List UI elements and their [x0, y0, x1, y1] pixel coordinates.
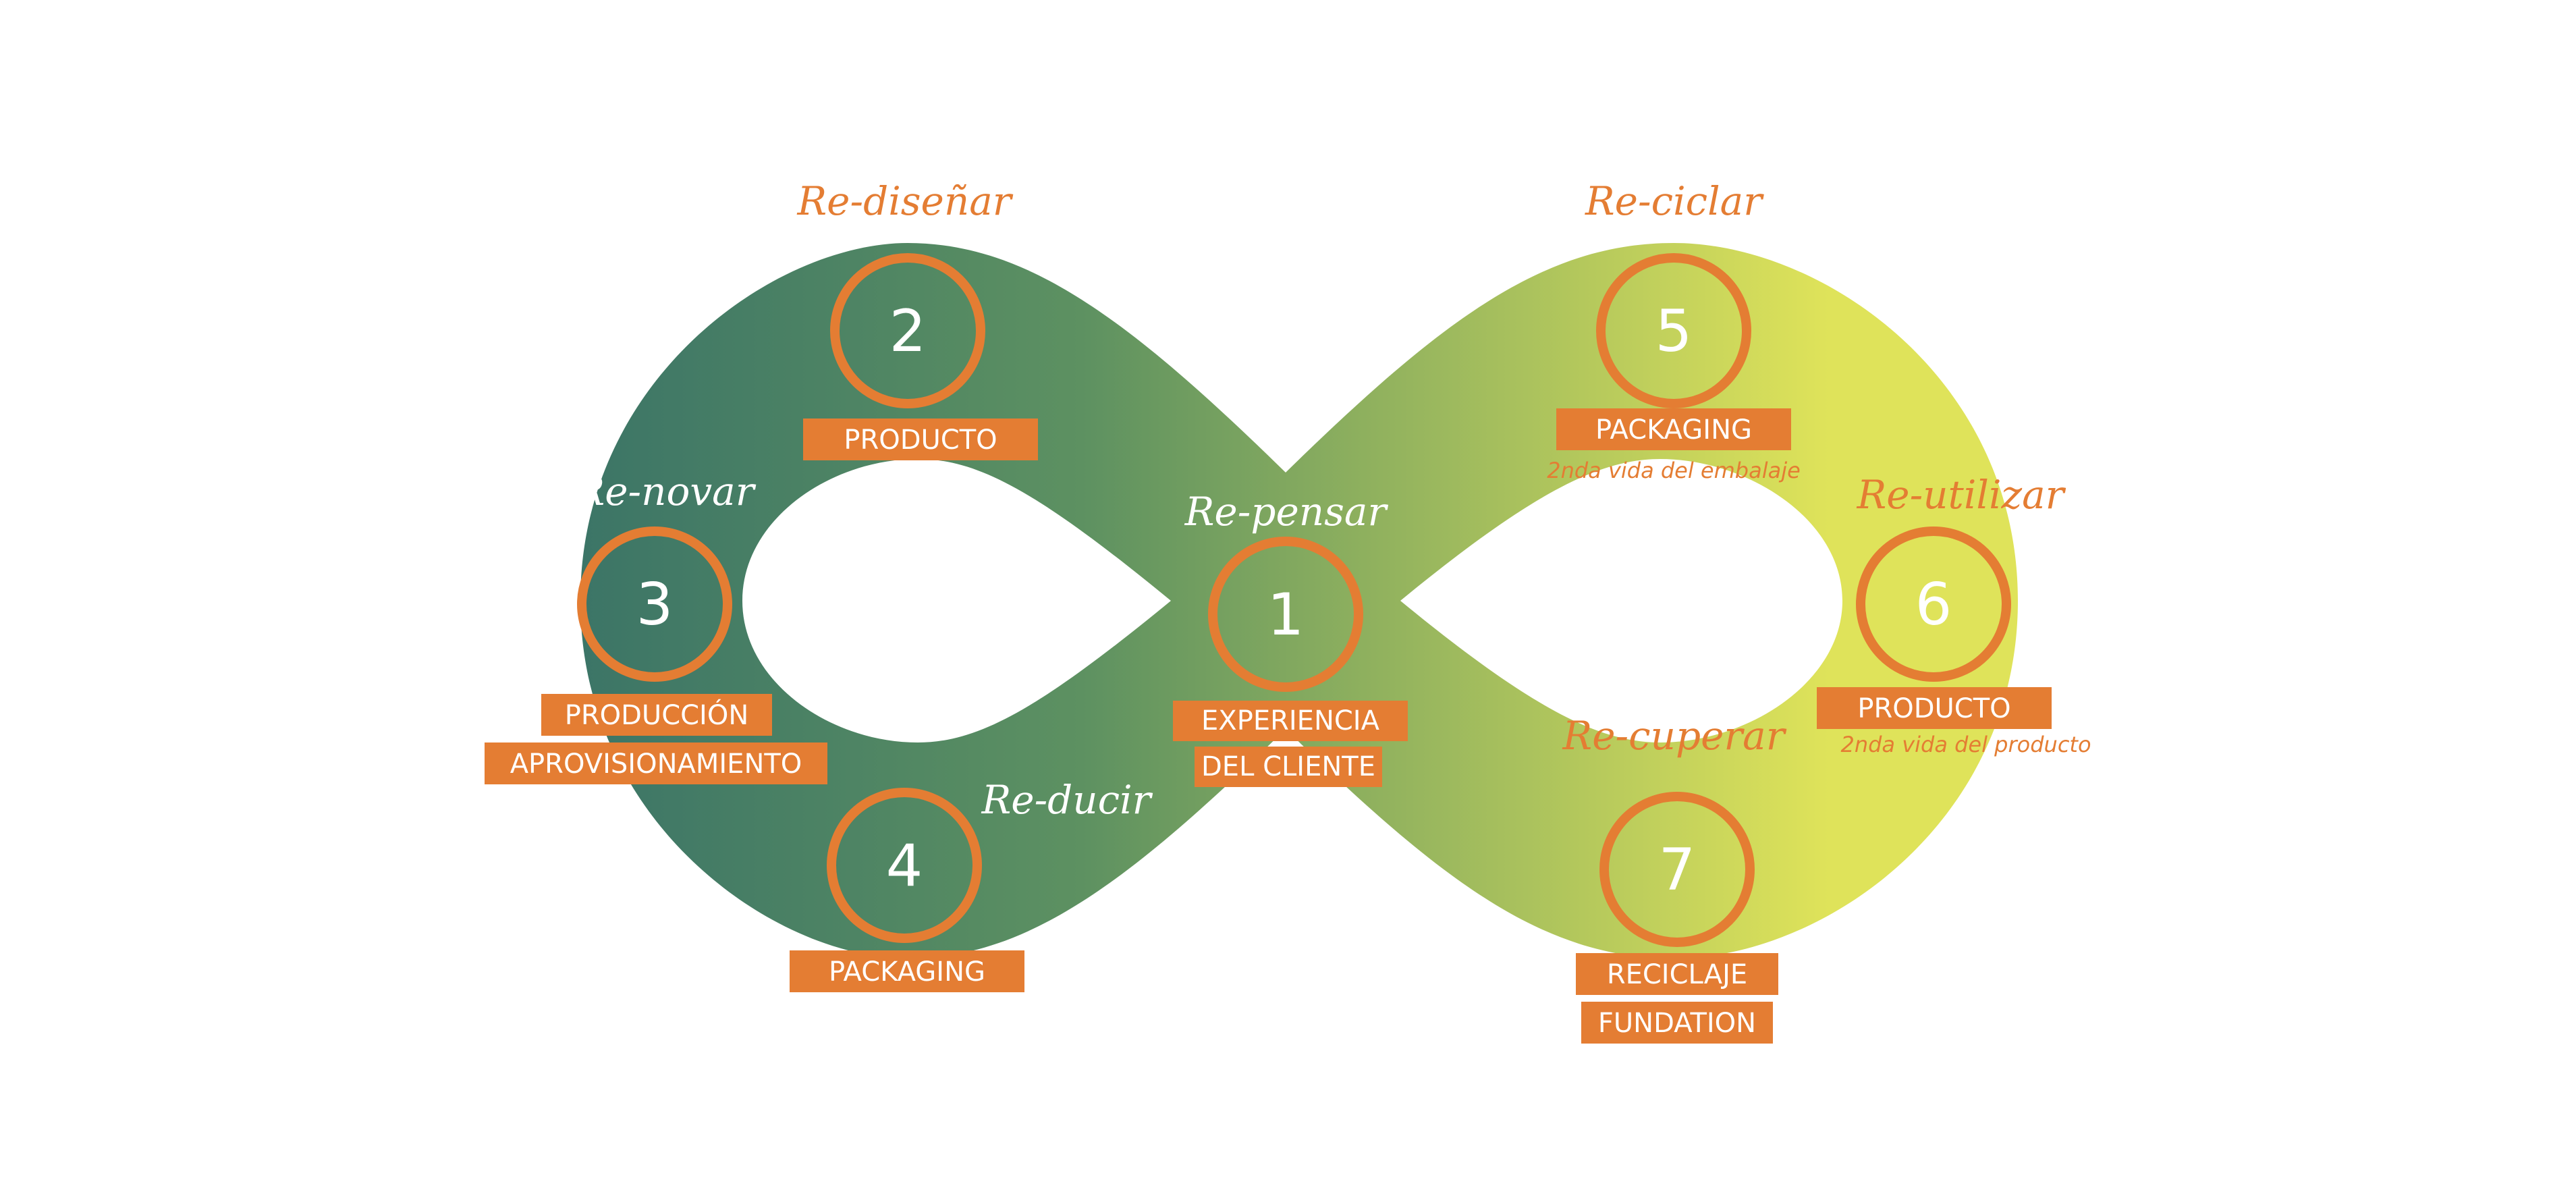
node-5-label-box	[1556, 408, 1791, 450]
node-3-label-box-2	[485, 742, 827, 784]
node-5-note: 2nda vida del embalaje	[1547, 458, 1801, 483]
node-3-label-2: APROVISIONAMIENTO	[510, 749, 802, 780]
node-2-number: 2	[889, 298, 927, 365]
node-5-number: 5	[1655, 298, 1693, 365]
node-4-verb: Re-ducir	[981, 777, 1153, 823]
node-3-circle	[577, 526, 732, 682]
node-6-circle	[1856, 526, 2011, 682]
node-5-verb: Re-ciclar	[1585, 178, 1764, 224]
node-3-label-box-1	[541, 694, 772, 736]
node-2: Re-diseñar 2 PRODUCTO	[796, 178, 1038, 460]
node-3: Re-novar 3 PRODUCCIÓN APROVISIONAMIENTO	[485, 468, 827, 784]
node-6-verb: Re-utilizar	[1857, 472, 2066, 518]
node-2-verb: Re-diseñar	[796, 178, 1013, 224]
node-7-label-box-2	[1581, 1002, 1773, 1044]
node-5-circle	[1596, 253, 1751, 408]
node-6-note: 2nda vida del producto	[1840, 732, 2091, 757]
node-7-label-1: RECICLAJE	[1607, 959, 1747, 990]
node-7-label-2: FUNDATION	[1598, 1008, 1756, 1039]
node-1-label-2: DEL CLIENTE	[1201, 751, 1375, 782]
node-7: Re-cuperar 7 RECICLAJE FUNDATION	[1562, 713, 1787, 1044]
node-7-number: 7	[1659, 836, 1696, 904]
node-3-label-1: PRODUCCIÓN	[565, 699, 749, 731]
node-1-label-1: EXPERIENCIA	[1201, 705, 1380, 736]
node-4-number: 4	[886, 832, 923, 900]
node-1-verb: Re-pensar	[1184, 489, 1389, 535]
node-2-label: PRODUCTO	[844, 425, 997, 456]
node-6: Re-utilizar 6 PRODUCTO 2nda vida del pro…	[1817, 472, 2091, 757]
node-6-label: PRODUCTO	[1857, 693, 2010, 724]
node-6-label-box	[1817, 687, 2052, 729]
node-3-number: 3	[636, 571, 674, 639]
node-4-circle	[827, 788, 982, 943]
node-4: Re-ducir 4 PACKAGING	[790, 777, 1153, 992]
node-1-label-box-2	[1195, 747, 1382, 787]
node-3-verb: Re-novar	[575, 468, 757, 514]
node-1-label-box-1	[1173, 701, 1408, 741]
node-2-label-box	[803, 418, 1038, 460]
node-5: Re-ciclar 5 PACKAGING 2nda vida del emba…	[1547, 178, 1801, 483]
node-7-circle	[1599, 792, 1755, 947]
node-4-label: PACKAGING	[829, 956, 985, 988]
node-4-label-box	[790, 950, 1024, 992]
node-1-number: 1	[1267, 581, 1305, 649]
node-1: Re-pensar 1 EXPERIENCIA DEL CLIENTE	[1173, 489, 1408, 787]
node-2-circle	[830, 253, 985, 408]
node-1-circle	[1208, 537, 1363, 692]
node-7-verb: Re-cuperar	[1562, 713, 1787, 759]
node-6-number: 6	[1915, 571, 1952, 639]
node-7-label-box-1	[1576, 953, 1778, 995]
node-5-label: PACKAGING	[1595, 414, 1752, 446]
